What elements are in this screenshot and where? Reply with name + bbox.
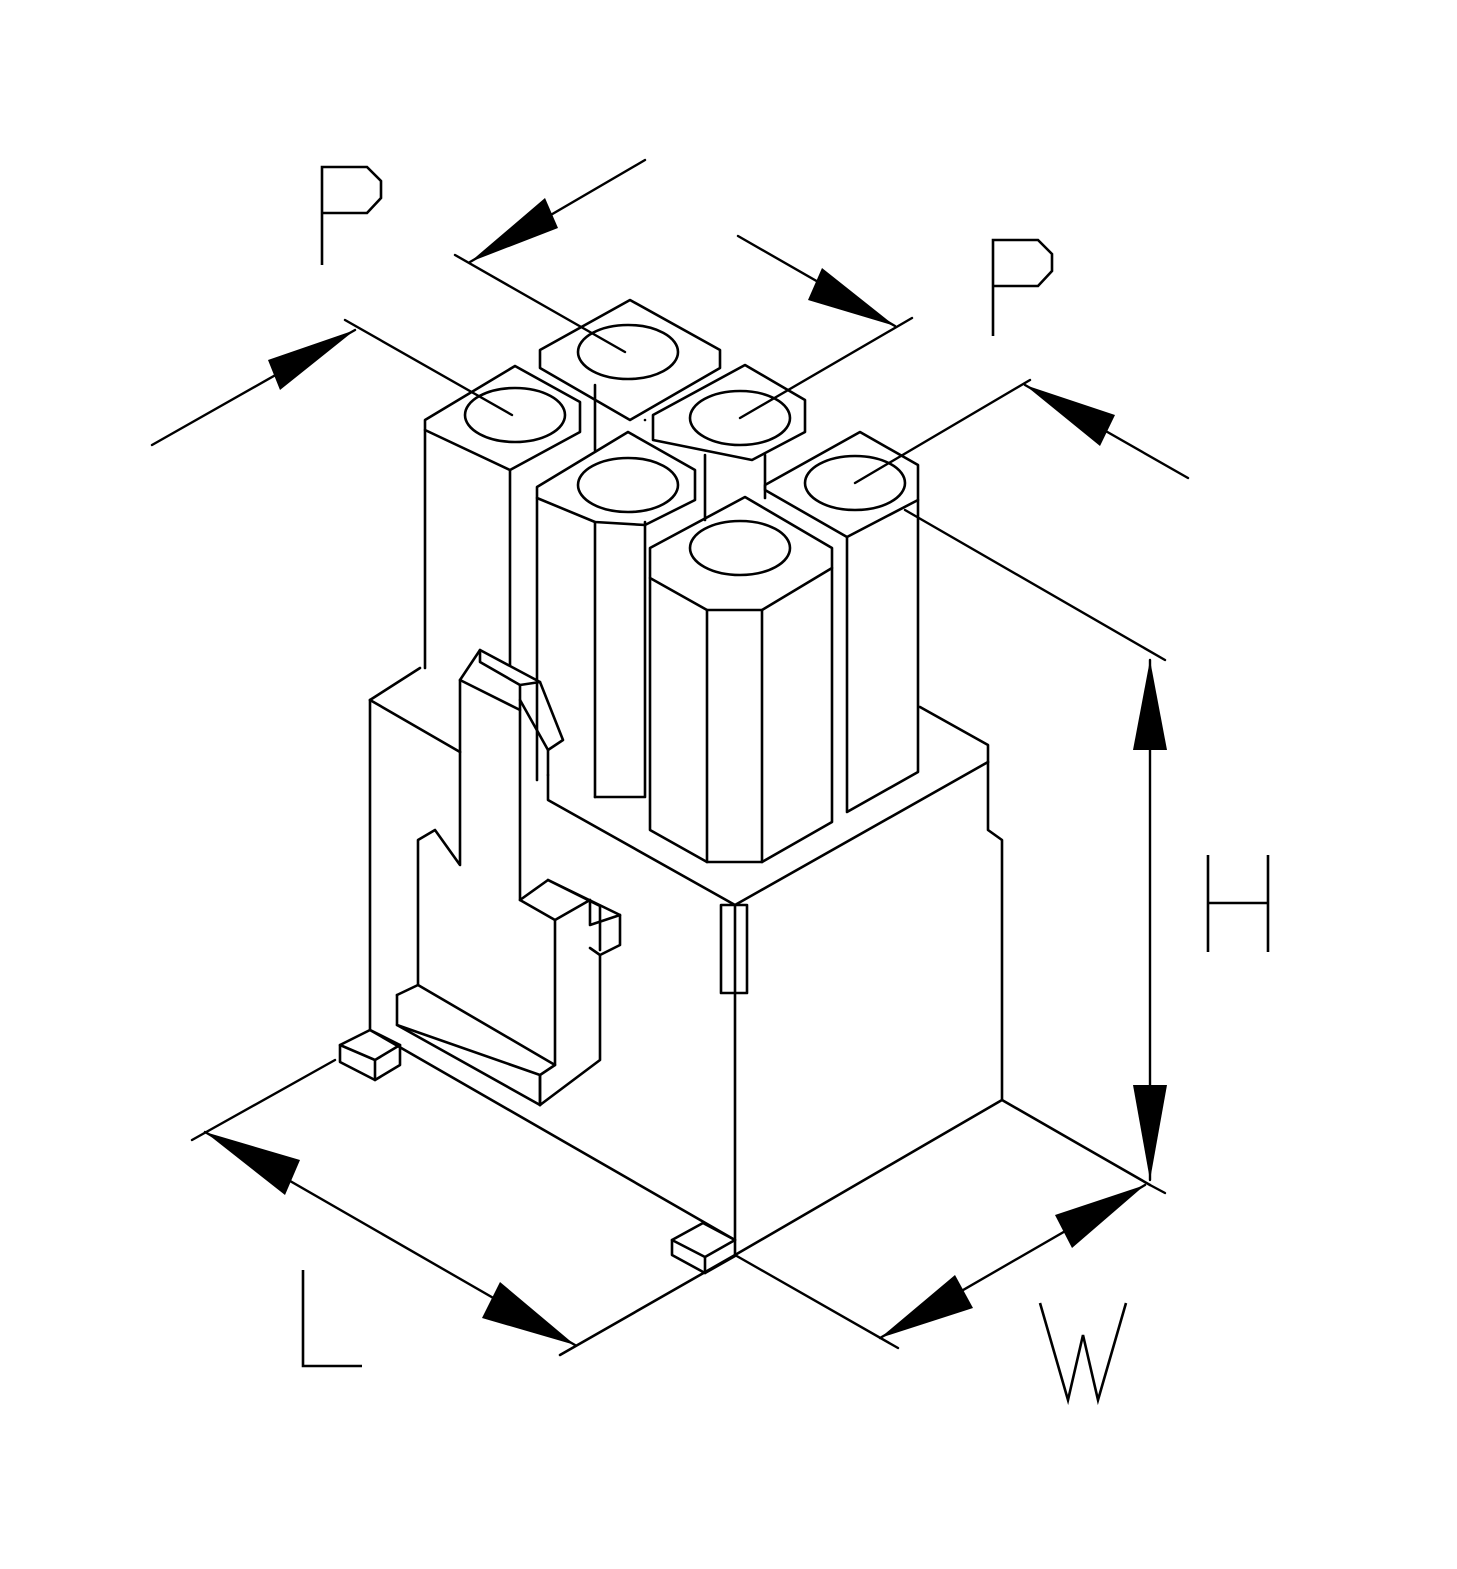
- terminal-tower-3: [651, 363, 807, 522]
- label-p-left: P: [320, 165, 383, 265]
- dimension-h: [903, 508, 1167, 1195]
- arrow-l-b: [482, 1282, 575, 1345]
- arrow-l-a: [205, 1132, 300, 1195]
- terminal-tower-2: [423, 364, 582, 670]
- arrow-p-left-a: [268, 330, 355, 390]
- arrow-p-right-b: [1025, 385, 1115, 446]
- housing-body: [368, 666, 1152, 1357]
- label-p-right: P: [991, 238, 1054, 336]
- label-l: L: [301, 1270, 362, 1368]
- arrow-w-a: [880, 1275, 973, 1338]
- terminal-towers: [423, 298, 920, 864]
- terminal-tower-1: [538, 298, 722, 452]
- terminal-tower-6: [648, 495, 834, 864]
- dimension-w: [733, 1183, 1147, 1350]
- arrow-h-top: [1133, 660, 1167, 750]
- terminal-tower-4: [535, 430, 697, 799]
- dimension-l: [190, 1058, 577, 1347]
- dimension-p-right: [736, 234, 1190, 485]
- label-h: H: [1206, 855, 1270, 952]
- arrow-h-bottom: [1133, 1085, 1167, 1180]
- arrow-p-left-b: [470, 198, 558, 262]
- latch: [395, 648, 622, 1107]
- dimension-p-left: [150, 158, 647, 447]
- terminal-tower-5: [763, 430, 920, 814]
- arrow-p-right-a: [808, 268, 895, 326]
- mounting-feet: [338, 1028, 737, 1275]
- arrow-w-b: [1055, 1185, 1145, 1248]
- label-w: W: [1038, 1302, 1128, 1406]
